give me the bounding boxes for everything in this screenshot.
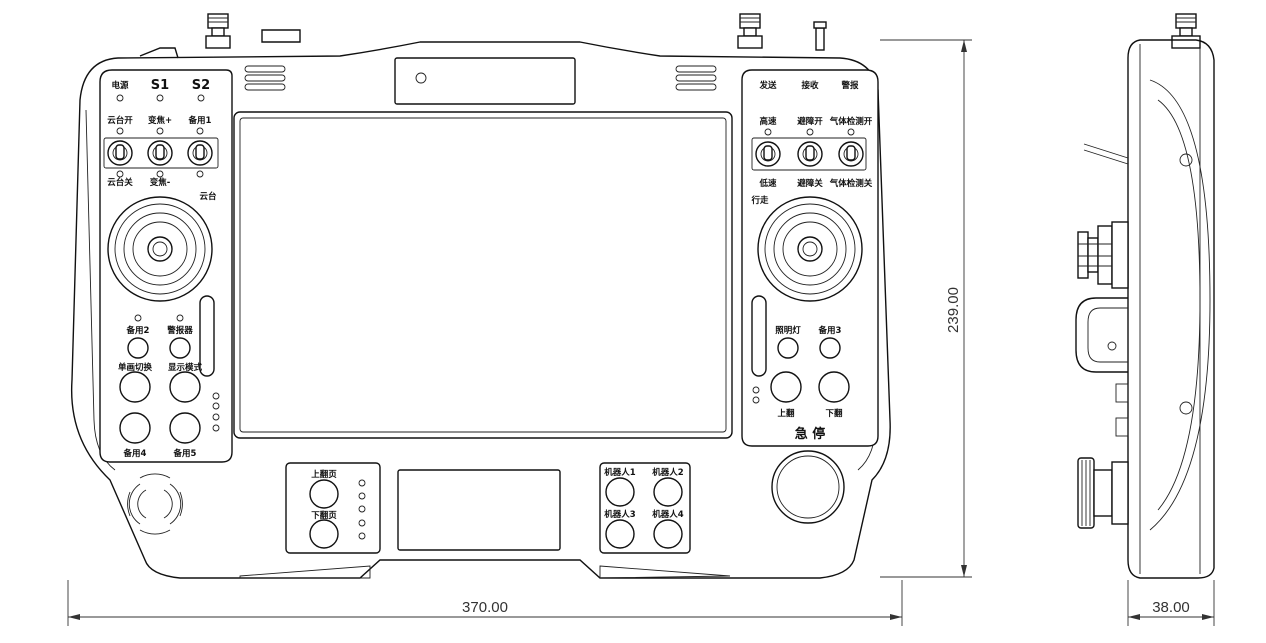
side-antenna <box>1171 13 1201 49</box>
robot-button-box: 机器人1 机器人2 机器人3 机器人4 <box>599 462 691 554</box>
switch-label: 云台关 <box>107 177 133 188</box>
speaker-grille-right <box>675 65 717 91</box>
robot1-button[interactable] <box>605 477 635 507</box>
switch-label: 备用1 <box>188 115 212 126</box>
joystick-right[interactable] <box>757 196 863 302</box>
side-view <box>1075 13 1215 579</box>
speaker-icon <box>127 473 183 535</box>
side-tab <box>139 47 179 59</box>
indicator-led <box>156 94 164 102</box>
page-button-box: 上翻页 下翻页 <box>285 462 381 554</box>
indicator-label: 接收 <box>801 80 819 91</box>
left-panel: 电源 S1 S2 云台开 变焦+ 备用1 <box>99 69 233 463</box>
slider-left[interactable] <box>199 295 215 377</box>
button-label: 单画切换 <box>118 362 153 373</box>
indicator-label: S1 <box>151 78 169 93</box>
button-label: 机器人3 <box>604 509 636 520</box>
switch-label: 变焦- <box>150 177 171 188</box>
button-label: 机器人4 <box>652 509 684 520</box>
indicator-led <box>116 94 124 102</box>
indicator-label: 电源 <box>111 80 129 91</box>
switch-label: 云台开 <box>107 115 133 126</box>
switch-label: 低速 <box>758 178 777 189</box>
right-panel: 发送 接收 警报 高速 避障开 气体检测开 低速 避障关 气体检测关 <box>741 69 879 447</box>
button-label: 显示模式 <box>168 362 203 373</box>
switch-label: 避障开 <box>797 116 823 127</box>
slider-right[interactable] <box>751 295 767 377</box>
switch-label: 气体检测开 <box>829 116 873 127</box>
button-label: 照明灯 <box>775 325 801 336</box>
robot2-button[interactable] <box>653 477 683 507</box>
page-down-button[interactable] <box>818 371 850 403</box>
width-dimension: 370.00 <box>67 580 903 626</box>
emergency-stop-label: 急 停 <box>795 426 826 442</box>
antenna-connector-left <box>205 13 231 49</box>
button-label: 下翻页 <box>311 510 337 521</box>
prev-page-button[interactable] <box>309 479 339 509</box>
alarm-button[interactable] <box>169 337 191 359</box>
button-label: 机器人1 <box>604 467 636 478</box>
side-handle <box>1075 297 1128 373</box>
backup3-button[interactable] <box>819 337 841 359</box>
next-page-button[interactable] <box>309 519 339 549</box>
secondary-screen <box>397 469 561 551</box>
robot3-button[interactable] <box>605 519 635 549</box>
side-emergency-stop <box>1077 457 1129 529</box>
indicator-label: S2 <box>192 78 210 93</box>
front-view: 电源 S1 S2 云台开 变焦+ 备用1 <box>70 13 891 579</box>
width-value: 370.00 <box>462 599 508 616</box>
backup5-button[interactable] <box>169 412 201 444</box>
indicator-label: 发送 <box>758 80 777 91</box>
switch-label: 气体检测关 <box>829 178 873 189</box>
switch-label: 变焦+ <box>148 115 172 126</box>
button-label: 备用2 <box>126 325 150 336</box>
joystick-left[interactable] <box>107 196 213 302</box>
height-dimension: 239.00 <box>880 39 972 578</box>
button-label: 下翻 <box>825 408 843 419</box>
joystick-label: 云台 <box>199 191 217 202</box>
toggle-switch-3[interactable] <box>187 140 213 166</box>
camera-window <box>394 57 576 105</box>
display-mode-button[interactable] <box>169 371 201 403</box>
button-label: 上翻页 <box>311 469 337 480</box>
top-port <box>261 29 301 43</box>
single-view-switch-button[interactable] <box>119 371 151 403</box>
toggle-switch-2[interactable] <box>147 140 173 166</box>
indicator-label: 警报 <box>841 80 859 91</box>
antenna-connector-right <box>737 13 763 49</box>
indicator-led <box>197 94 205 102</box>
backup2-button[interactable] <box>127 337 149 359</box>
button-label: 备用3 <box>818 325 842 336</box>
toggle-switch-1[interactable] <box>107 140 133 166</box>
display-screen <box>233 111 733 439</box>
emergency-stop-button[interactable] <box>771 450 845 524</box>
depth-value: 38.00 <box>1152 599 1190 616</box>
light-button[interactable] <box>777 337 799 359</box>
outer-body <box>70 41 891 579</box>
button-label: 上翻 <box>777 408 795 419</box>
button-label: 备用5 <box>173 448 197 459</box>
speaker-grille-left <box>244 65 286 91</box>
robot4-button[interactable] <box>653 519 683 549</box>
button-label: 机器人2 <box>652 467 684 478</box>
depth-dimension: 38.00 <box>1127 580 1215 626</box>
button-label: 警报器 <box>167 325 193 336</box>
button-label: 备用4 <box>123 448 147 459</box>
switch-label: 高速 <box>759 116 777 127</box>
joystick-label: 行走 <box>750 195 769 206</box>
backup4-button[interactable] <box>119 412 151 444</box>
toggle-switch-5[interactable] <box>797 141 823 167</box>
switch-label: 避障关 <box>797 178 823 189</box>
toggle-switch-4[interactable] <box>755 141 781 167</box>
page-up-button[interactable] <box>770 371 802 403</box>
height-value: 239.00 <box>945 287 962 333</box>
side-joystick <box>1077 221 1129 289</box>
antenna-stub <box>813 21 827 51</box>
toggle-switch-6[interactable] <box>838 141 864 167</box>
